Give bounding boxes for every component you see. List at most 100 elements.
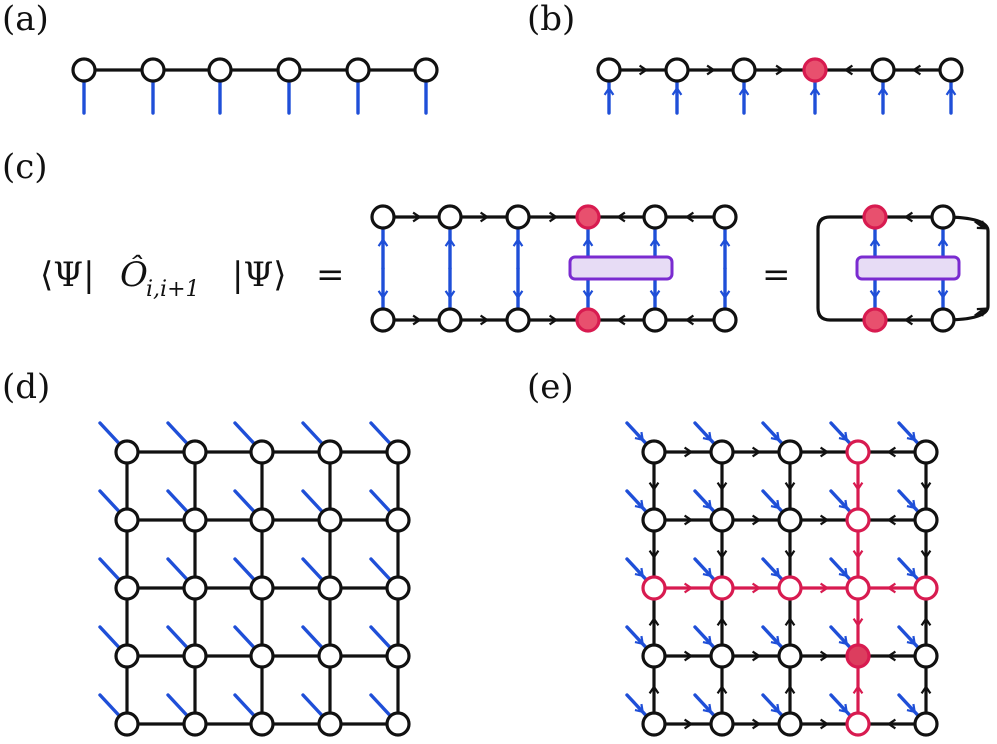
canon-physical-4-2-arrow [770,703,781,714]
panel-label-e: (e) [527,367,574,407]
panel-label-d: (d) [2,367,50,407]
panel-label-a: (a) [2,0,49,39]
reduced-bra-center [862,307,888,333]
canon-tensor-2-1 [709,575,735,601]
peps-tensor-2-2 [249,575,275,601]
peps-tensor-3-0 [114,643,140,669]
canon-tensor-1-4 [913,507,939,533]
bra-tensor-1 [437,307,463,333]
panel-d-peps [98,421,411,737]
isometry-tensor-4 [870,57,896,83]
canon-tensor-3-1 [709,643,735,669]
canon-physical-1-0-arrow [634,499,645,510]
panel-e-canonical-peps [625,421,939,737]
canon-physical-3-2-arrow [770,635,781,646]
peps-tensor-0-4 [385,439,411,465]
canon-physical-2-1-arrow [702,567,713,578]
panel-label-c: (c) [2,147,48,187]
peps-tensor-4-2 [249,711,275,737]
eq-equals-2: = [762,255,791,295]
ket-tensor-4 [642,204,668,230]
canon-tensor-0-0 [641,439,667,465]
bra-tensor-3 [575,307,601,333]
isometry-tensor-5 [938,57,964,83]
peps-tensor-3-4 [385,643,411,669]
peps-tensor-0-1 [182,439,208,465]
canon-physical-3-1-arrow [702,635,713,646]
mps-tensor-2 [207,57,233,83]
panel-b-canonical-mps [596,57,964,115]
canon-tensor-2-3 [845,575,871,601]
ket-tensor-3 [575,204,601,230]
canon-tensor-0-1 [709,439,735,465]
bra-tensor-4 [642,307,668,333]
canon-tensor-4-4 [913,711,939,737]
reduced-ket-center [862,204,888,230]
peps-tensor-2-0 [114,575,140,601]
bra-tensor-2 [505,307,531,333]
canon-tensor-3-0 [641,643,667,669]
peps-tensor-0-0 [114,439,140,465]
peps-tensor-1-0 [114,507,140,533]
canon-tensor-3-2 [777,643,803,669]
canon-physical-3-4-arrow [906,635,917,646]
mps-tensor-5 [413,57,439,83]
canon-tensor-0-3 [845,439,871,465]
canon-physical-0-3-arrow [838,431,849,442]
canon-physical-2-4-arrow [906,567,917,578]
canon-physical-4-3-arrow [838,703,849,714]
canon-tensor-2-4 [913,575,939,601]
peps-tensor-0-2 [249,439,275,465]
isometry-tensor-0 [596,57,622,83]
canon-tensor-2-2 [777,575,803,601]
peps-tensor-4-0 [114,711,140,737]
canon-physical-2-0-arrow [634,567,645,578]
ket-tensor-1 [437,204,463,230]
ket-tensor-0 [370,204,396,230]
expectation-value-equation: ⟨Ψ| Ô i,i+1 |Ψ⟩ = = [40,254,791,302]
canon-physical-4-0-arrow [634,703,645,714]
mps-tensor-4 [345,57,371,83]
peps-tensor-1-2 [249,507,275,533]
orthogonality-center [802,57,828,83]
canon-tensor-4-0 [641,711,667,737]
panel-a-mps [71,57,439,115]
bra-tensor-0 [370,307,396,333]
eq-equals-1: = [316,255,345,295]
peps-tensor-3-3 [317,643,343,669]
peps-tensor-4-1 [182,711,208,737]
right-loop-arrow-bottom [974,307,987,318]
canon-physical-4-4-arrow [906,703,917,714]
canon-tensor-4-1 [709,711,735,737]
canon-physical-3-0-arrow [634,635,645,646]
isometry-tensor-2 [731,57,757,83]
peps-tensor-2-3 [317,575,343,601]
canon-tensor-4-3 [845,711,871,737]
eq-bra: ⟨Ψ| [40,255,95,295]
peps-tensor-4-3 [317,711,343,737]
peps-tensor-0-3 [317,439,343,465]
isometry-tensor-1 [664,57,690,83]
peps-tensor-1-3 [317,507,343,533]
canon-tensor-1-1 [709,507,735,533]
canon-tensor-4-2 [777,711,803,737]
peps-tensor-2-1 [182,575,208,601]
canon-physical-0-2-arrow [770,431,781,442]
canon-tensor-0-4 [913,439,939,465]
ket-tensor-5 [712,204,738,230]
eq-subscript: i,i+1 [146,277,200,302]
peps-tensor-1-1 [182,507,208,533]
peps-tensor-4-4 [385,711,411,737]
canon-physical-0-0-arrow [634,431,645,442]
left-environment-loop [816,215,875,322]
mps-tensor-3 [276,57,302,83]
two-site-operator [568,255,674,281]
reduced-ket-tensor [930,204,956,230]
canon-physical-3-3-arrow [838,635,849,646]
mps-tensor-1 [140,57,166,83]
panel-label-b: (b) [527,0,575,39]
peps-tensor-3-1 [182,643,208,669]
canon-physical-0-4-arrow [906,431,917,442]
peps-tensor-2-4 [385,575,411,601]
